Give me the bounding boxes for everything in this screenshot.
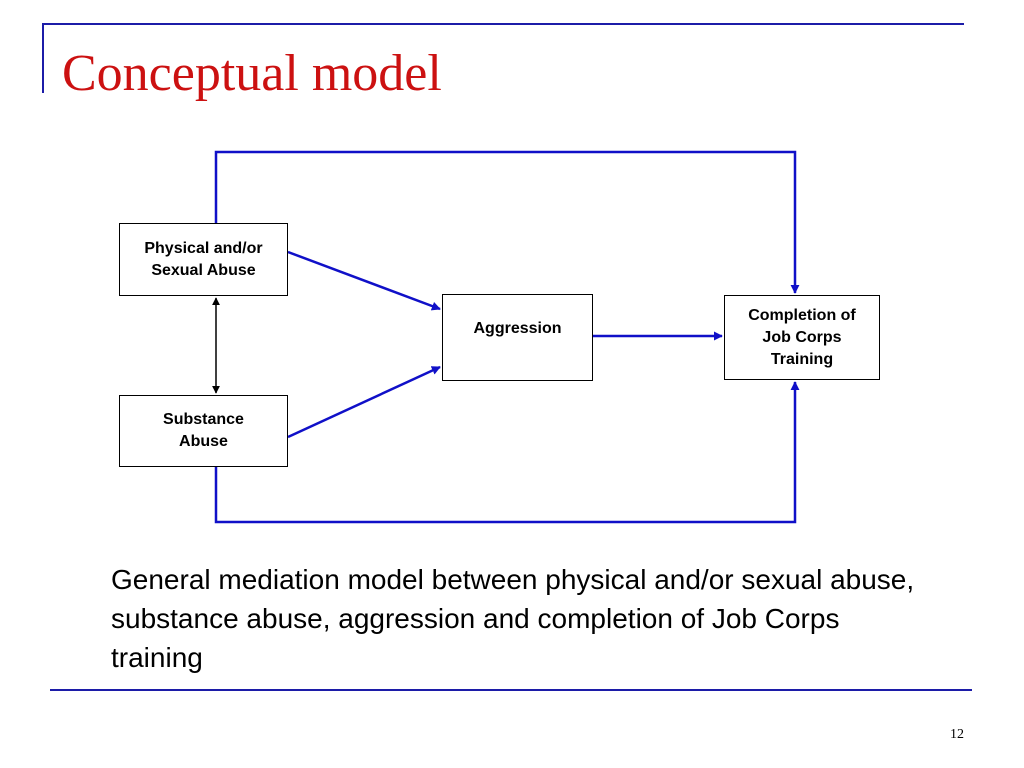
footer-rule: [50, 689, 972, 691]
frame-top-rule: [42, 23, 964, 25]
frame-left-rule: [42, 23, 44, 93]
edge-substance-to-aggression: [287, 365, 441, 439]
node-physical-sexual-abuse: Physical and/or Sexual Abuse: [119, 223, 288, 296]
node-job-corps-completion: Completion of Job Corps Training: [724, 295, 880, 380]
page-number: 12: [950, 727, 964, 742]
diagram-caption: General mediation model between physical…: [111, 564, 915, 673]
node-aggression: Aggression: [442, 294, 593, 381]
edge-abuse-to-aggression: [287, 250, 441, 311]
page-title: Conceptual model: [62, 45, 442, 102]
edge-substance-to-completion: [214, 381, 800, 524]
node-substance-abuse: Substance Abuse: [119, 395, 288, 467]
edge-abuse-to-completion: [214, 150, 800, 294]
